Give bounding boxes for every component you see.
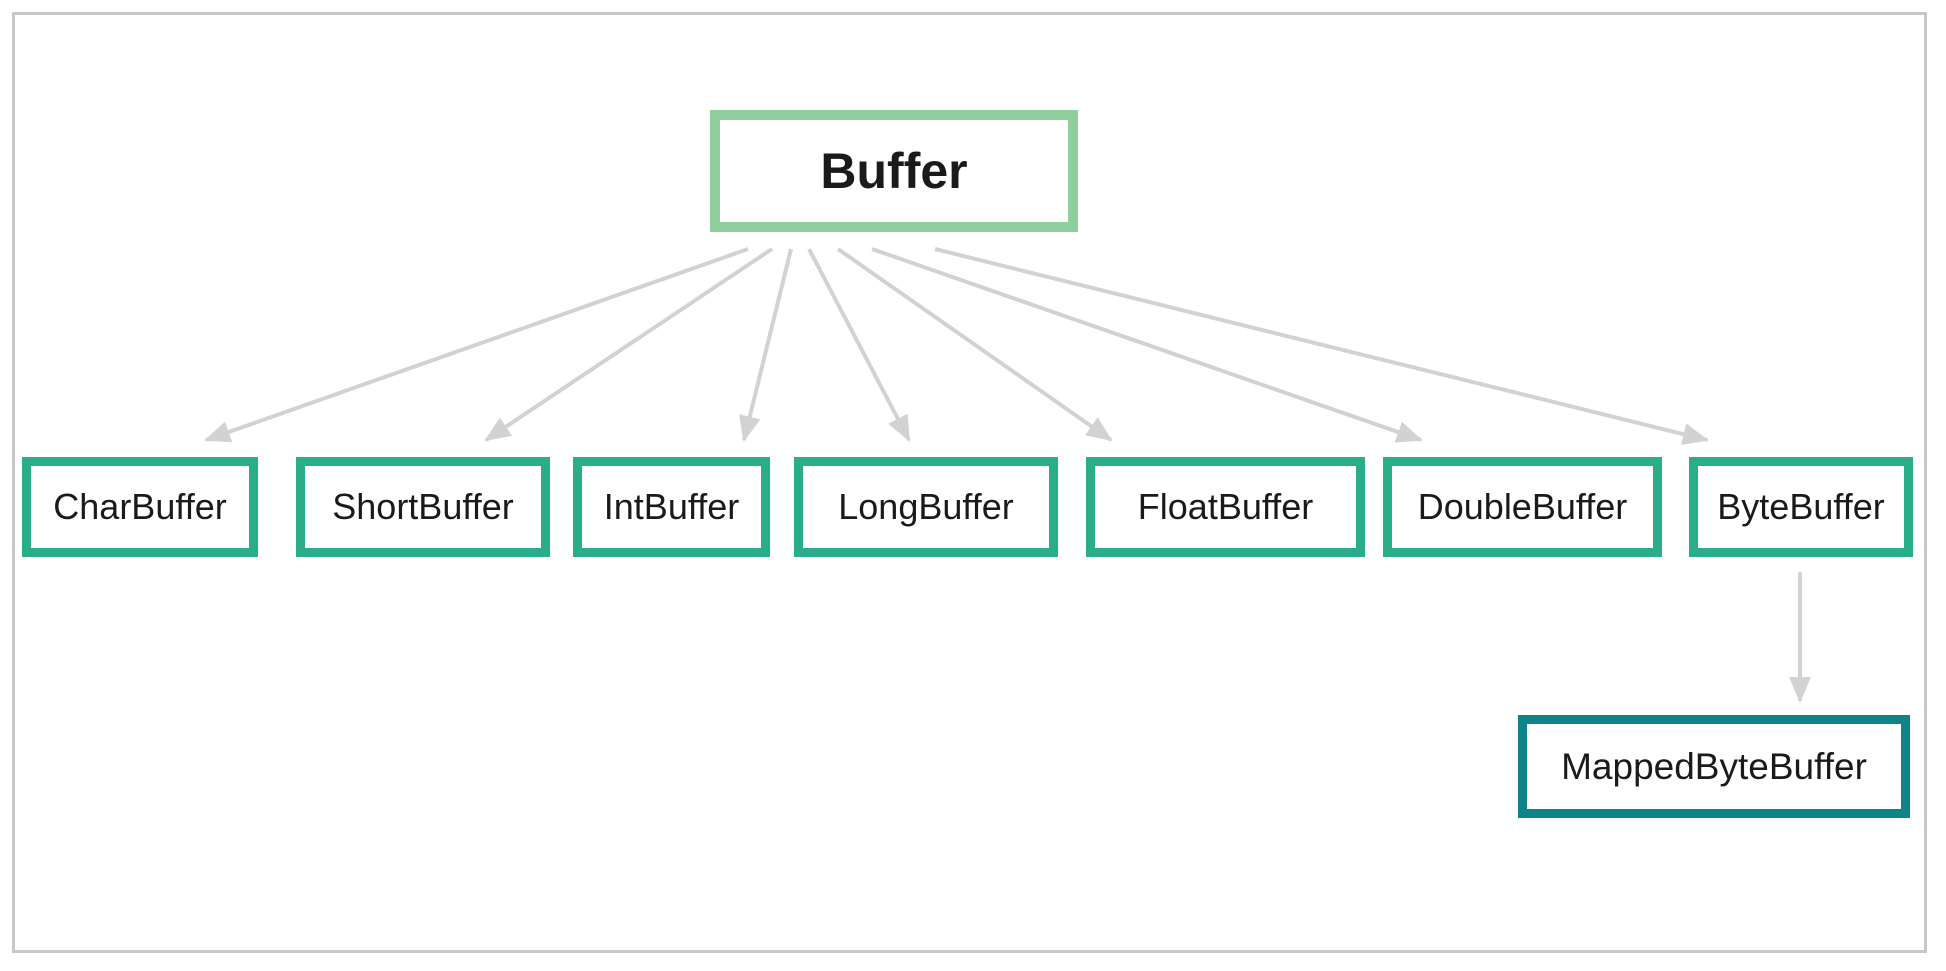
node-intbuffer-label: IntBuffer — [603, 486, 740, 527]
node-doublebuffer: DoubleBuffer — [1383, 457, 1662, 557]
node-buffer: Buffer — [710, 110, 1078, 232]
node-floatbuffer-label: FloatBuffer — [1137, 486, 1314, 527]
node-shortbuffer-label: ShortBuffer — [332, 486, 514, 527]
node-intbuffer: IntBuffer — [573, 457, 770, 557]
node-mappedbytebuffer: MappedByteBuffer — [1518, 715, 1910, 818]
node-floatbuffer: FloatBuffer — [1086, 457, 1365, 557]
node-bytebuffer-label: ByteBuffer — [1717, 486, 1885, 527]
node-mappedbytebuffer-label: MappedByteBuffer — [1561, 745, 1867, 787]
node-charbuffer-label: CharBuffer — [53, 486, 227, 527]
node-doublebuffer-label: DoubleBuffer — [1417, 486, 1628, 527]
diagram-frame — [12, 12, 1927, 953]
node-shortbuffer: ShortBuffer — [296, 457, 550, 557]
node-longbuffer: LongBuffer — [794, 457, 1058, 557]
node-buffer-label: Buffer — [820, 143, 968, 199]
node-bytebuffer: ByteBuffer — [1689, 457, 1913, 557]
node-longbuffer-label: LongBuffer — [838, 486, 1014, 527]
node-charbuffer: CharBuffer — [22, 457, 258, 557]
